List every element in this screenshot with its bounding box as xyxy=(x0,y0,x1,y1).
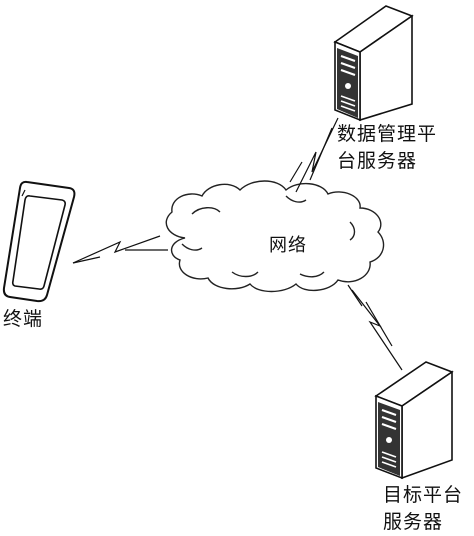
server-tower-icon xyxy=(374,361,454,480)
wireless-link-network-target-server xyxy=(347,284,403,371)
network-label: 网络 xyxy=(269,235,307,256)
data-management-server-label-line1: 数据管理平 xyxy=(337,123,438,145)
data-management-server-label: 数据管理平 台服务器 xyxy=(337,121,437,175)
target-platform-server-label: 目标平台 服务器 xyxy=(383,482,463,536)
data-management-server-label-line2: 台服务器 xyxy=(337,150,418,172)
wireless-link-terminal-network xyxy=(72,235,168,264)
cloud-icon xyxy=(165,180,385,293)
target-platform-server-label-line1: 目标平台 xyxy=(383,484,464,506)
smartphone-icon xyxy=(2,180,76,303)
server-tower-icon xyxy=(333,5,414,122)
target-platform-server-label-line2: 服务器 xyxy=(383,511,444,533)
wireless-link-network-data-server xyxy=(289,117,339,193)
terminal-label: 终端 xyxy=(3,308,44,330)
